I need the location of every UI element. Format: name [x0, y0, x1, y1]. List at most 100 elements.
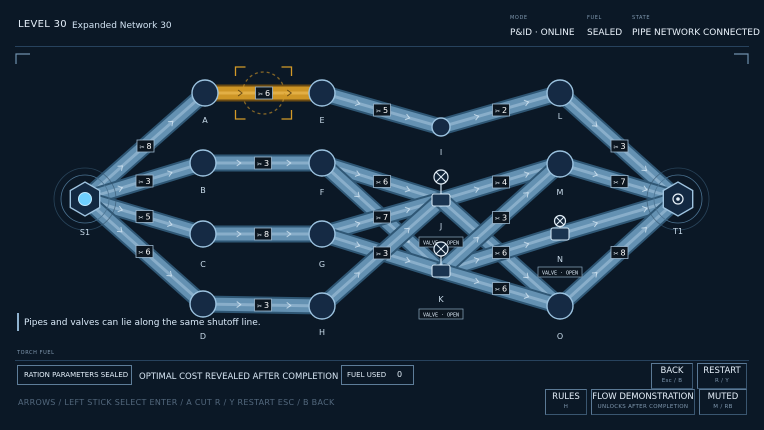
pipe-D-H[interactable]: ✂3	[202, 295, 323, 315]
pipe-A-E[interactable]: ✂6	[205, 84, 322, 102]
pipe-L-T1[interactable]: ✂3	[554, 86, 684, 206]
cut-icon: ✂	[376, 108, 381, 115]
flow-chevron	[523, 241, 530, 249]
node-label: E	[319, 116, 324, 125]
pipe-K-O[interactable]: ✂6	[438, 262, 563, 315]
pipe-G-J[interactable]: ✂7	[319, 191, 444, 243]
fuel-used-box: FUEL USED 0	[341, 365, 414, 385]
cut-icon: ✂	[495, 180, 500, 187]
node-H[interactable]: H	[308, 292, 336, 337]
flow-chevron	[286, 302, 292, 309]
flow-chevron	[523, 99, 530, 107]
node-F[interactable]: F	[308, 149, 336, 197]
node-B[interactable]: B	[189, 149, 217, 195]
hint-text: Pipes and valves can lie along the same …	[24, 318, 261, 328]
flow-chevron	[236, 230, 242, 238]
restart-button-label: RESTART	[703, 366, 741, 376]
pipe-cost-value: 7	[383, 213, 388, 222]
pipe-S1-B[interactable]: ✂3	[82, 154, 206, 208]
flow-chevron	[167, 170, 173, 177]
node-L[interactable]: L	[546, 79, 574, 121]
restart-button[interactable]: RESTART R / Y	[697, 363, 747, 389]
flow-chevron	[473, 277, 480, 285]
flow-chevron	[473, 237, 479, 243]
valve-N[interactable]: VALVE · OPEN	[537, 214, 583, 278]
flow-chevron	[404, 185, 411, 193]
hint-marker	[17, 313, 19, 331]
flow-chevron	[354, 241, 361, 248]
node-O[interactable]: O	[546, 292, 574, 341]
muted-button[interactable]: MUTED M / RB	[699, 389, 747, 415]
node-C[interactable]: C	[189, 220, 217, 269]
pipe-cost-badge: ✂8	[254, 227, 272, 241]
pipe-cost-value: 8	[620, 249, 625, 258]
flow-chevron	[523, 192, 529, 198]
pipe-F-J[interactable]: ✂6	[319, 154, 444, 209]
pipe-B-F[interactable]: ✂3	[203, 154, 322, 172]
selection-reticle	[234, 66, 293, 120]
restart-button-key: R / Y	[714, 378, 730, 384]
valve-K[interactable]: VALVE · OPEN	[418, 241, 464, 320]
flow-demonstration-button[interactable]: FLOW DEMONSTRATION UNLOCKS AFTER COMPLET…	[591, 389, 695, 415]
pipe-cost-value: 7	[620, 178, 625, 187]
pipe-cost-badge: ✂3	[492, 211, 510, 224]
flow-chevron	[354, 272, 360, 278]
flow-chevron	[286, 230, 292, 238]
back-button[interactable]: BACK Esc / B	[651, 363, 693, 389]
fuel-used-value: 0	[397, 370, 403, 379]
node-I[interactable]: I	[431, 117, 451, 157]
node-D[interactable]: D	[189, 290, 217, 341]
flow-chevron	[117, 185, 124, 192]
fuel-label: FUEL	[587, 15, 602, 21]
rules-button[interactable]: RULES H	[545, 389, 587, 415]
node-T1[interactable]: T1	[646, 167, 710, 236]
pipe-E-I[interactable]: ✂5	[319, 84, 444, 136]
pipe-cost-value: 8	[146, 142, 151, 151]
cut-icon: ✂	[257, 232, 262, 239]
flow-chevron	[354, 220, 361, 228]
cut-icon: ✂	[258, 91, 263, 98]
pipe-M-T1[interactable]: ✂7	[557, 155, 681, 208]
node-M[interactable]: M	[546, 150, 574, 197]
pipe-S1-C[interactable]: ✂5	[82, 190, 206, 243]
node-label: N	[557, 255, 563, 264]
pipe-J-M[interactable]: ✂4	[438, 155, 563, 209]
node-G[interactable]: G	[308, 220, 336, 269]
pipe-N-T1[interactable]	[557, 190, 681, 243]
pipe-I-L[interactable]: ✂2	[438, 84, 563, 136]
node-label: J	[439, 222, 442, 231]
pipe-cost-badge: ✂6	[492, 282, 510, 295]
node-E[interactable]: E	[308, 79, 336, 125]
pipe-cost-value: 5	[145, 213, 150, 222]
node-label: C	[200, 260, 206, 269]
flow-chevron	[404, 227, 410, 234]
pipe-cost-badge: ✂3	[135, 174, 154, 188]
node-label: M	[557, 188, 564, 197]
state-value: PIPE NETWORK CONNECTED	[632, 28, 760, 38]
pipe-S1-A[interactable]: ✂8	[79, 86, 211, 206]
flow-demonstration-label: FLOW DEMONSTRATION	[592, 392, 694, 402]
node-label: K	[438, 295, 444, 304]
pipe-cost-value: 6	[502, 285, 507, 294]
pipe-cost-badge: ✂6	[135, 245, 154, 258]
flow-chevron	[236, 301, 242, 308]
flow-chevron	[404, 206, 411, 214]
back-button-label: BACK	[660, 366, 684, 376]
pipe-O-T1[interactable]: ✂8	[554, 192, 684, 313]
pipe-cost-value: 6	[145, 248, 150, 257]
cut-icon: ✂	[613, 144, 618, 151]
pipe-S1-D[interactable]: ✂6	[79, 192, 209, 311]
pipe-H-J[interactable]: ✂3	[316, 193, 447, 313]
node-label: F	[320, 188, 325, 197]
flow-chevron	[404, 113, 411, 121]
flow-chevron	[592, 170, 599, 178]
cut-icon: ✂	[138, 250, 143, 257]
flow-chevron	[166, 270, 173, 277]
pipe-C-G[interactable]: ✂8	[203, 225, 322, 243]
node-A[interactable]: A	[191, 79, 219, 125]
frame-corners	[15, 53, 749, 64]
node-S1[interactable]: S1	[53, 167, 117, 237]
pipe-K-N[interactable]: ✂6	[438, 225, 563, 280]
pipe-K-M[interactable]: ✂3	[435, 157, 566, 278]
